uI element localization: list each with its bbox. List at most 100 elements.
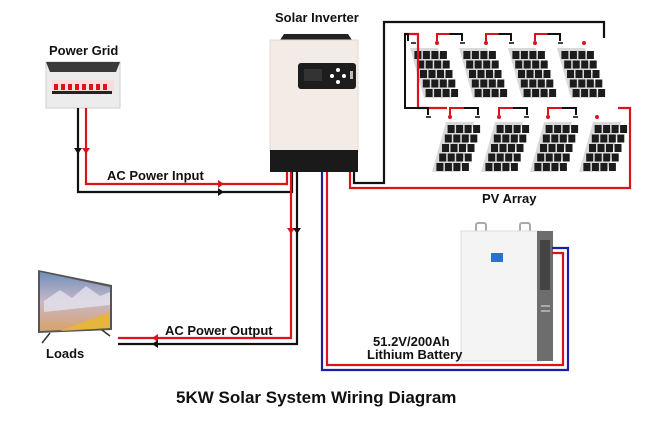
solar-cell — [425, 60, 433, 69]
solar-cell — [439, 79, 447, 88]
solar-cell — [561, 51, 569, 59]
pv-positive-wire — [348, 106, 632, 190]
ac-output-negative-wire — [118, 172, 299, 346]
solar-cell — [448, 79, 456, 88]
solar-cell — [513, 153, 521, 162]
solar-cell — [477, 70, 485, 78]
solar-cell — [480, 79, 488, 88]
solar-cell — [461, 163, 469, 171]
solar-cell — [568, 134, 576, 143]
solar-cell — [494, 70, 502, 78]
solar-cell — [516, 144, 524, 152]
solar-cell — [589, 144, 596, 152]
solar-cell — [445, 70, 453, 78]
battery-icon — [460, 222, 553, 362]
arrow-left-black — [152, 340, 158, 348]
solar-cell — [520, 51, 528, 59]
solar-cell — [447, 153, 455, 162]
solar-cell — [463, 51, 471, 59]
solar-cell — [493, 134, 501, 143]
solar-cell — [450, 144, 458, 152]
series-link-positive — [534, 33, 548, 41]
solar-panel — [432, 122, 481, 172]
solar-cell — [512, 51, 520, 59]
arrow-left-red — [152, 334, 158, 342]
wire-group — [76, 20, 632, 372]
solar-cell — [474, 89, 482, 97]
solar-cell — [537, 153, 545, 162]
solar-cell — [540, 60, 548, 69]
series-link-positive — [485, 33, 499, 41]
solar-cell — [554, 125, 562, 133]
solar-cell — [439, 153, 447, 162]
series-link-negative — [513, 107, 528, 115]
solar-cell — [589, 89, 597, 97]
solar-cell — [578, 51, 586, 59]
solar-cell — [513, 125, 521, 133]
solar-cell — [485, 163, 493, 171]
solar-cell — [505, 125, 513, 133]
ac-output-label: AC Power Output — [165, 323, 273, 338]
solar-cell — [559, 134, 567, 143]
solar-cell — [467, 144, 475, 152]
solar-cell — [515, 60, 523, 69]
pv-negative-wire — [352, 20, 606, 185]
negative-terminal — [573, 116, 578, 118]
ac-output-positive-wire — [118, 172, 293, 340]
solar-cell — [542, 163, 550, 171]
solar-cell — [594, 125, 602, 133]
solar-cell — [480, 51, 488, 59]
positive-terminal — [435, 41, 439, 45]
series-link-positive — [498, 107, 513, 115]
solar-cell — [589, 60, 597, 69]
solar-cell — [466, 60, 474, 69]
solar-cell — [470, 134, 478, 143]
tv-icon — [38, 270, 112, 344]
battery-type-label: Lithium Battery — [367, 347, 463, 362]
solar-cell — [569, 79, 577, 88]
solar-cell — [598, 89, 606, 97]
battery-spec-label: 51.2V/200Ah — [373, 334, 450, 349]
negative-terminal — [509, 42, 514, 44]
solar-cell — [473, 125, 481, 133]
arrow-down-red — [82, 148, 90, 154]
solar-cell — [444, 163, 452, 171]
solar-cell — [523, 89, 531, 97]
pv-array-label: PV Array — [482, 191, 537, 206]
solar-cell — [617, 134, 625, 143]
arrow-right-red — [218, 180, 224, 188]
solar-cell — [469, 70, 476, 78]
inverter-icon — [269, 34, 359, 172]
negative-terminal — [411, 42, 416, 44]
solar-cell — [537, 51, 545, 59]
solar-cell — [545, 153, 553, 162]
solar-panel — [557, 48, 606, 98]
solar-cell — [456, 153, 464, 162]
solar-cell — [483, 60, 491, 69]
positive-terminal — [595, 115, 599, 119]
solar-cell — [611, 153, 619, 162]
solar-cell — [540, 144, 547, 152]
solar-cell — [557, 144, 564, 152]
battery-negative-wire — [320, 172, 570, 372]
battery-positive-wire — [325, 172, 565, 367]
solar-cell — [453, 163, 461, 171]
loads-label: Loads — [46, 346, 85, 361]
solar-cell — [522, 125, 530, 133]
solar-cell — [508, 144, 515, 152]
solar-cell — [499, 144, 507, 152]
arrow-down-black-2 — [293, 228, 301, 234]
solar-cell — [493, 163, 501, 171]
breaker-panel-icon — [45, 61, 121, 109]
solar-cell — [529, 79, 537, 88]
solar-cell — [519, 134, 527, 143]
negative-terminal — [460, 42, 465, 44]
series-link-negative — [498, 33, 512, 41]
solar-cell — [549, 89, 557, 97]
series-link-group — [404, 33, 577, 115]
solar-cell — [535, 70, 542, 78]
solar-cell — [505, 153, 513, 162]
solar-cell — [554, 153, 562, 162]
solar-cell — [422, 79, 430, 88]
solar-cell — [459, 144, 466, 152]
